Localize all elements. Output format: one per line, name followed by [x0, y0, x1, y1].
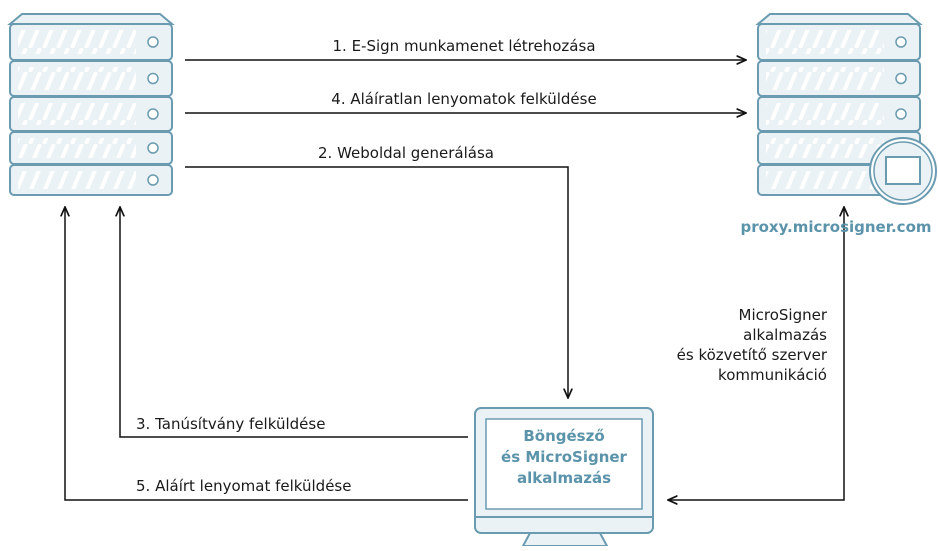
- server-left-unit: [9, 164, 173, 196]
- server-right-unit: [757, 60, 921, 97]
- browser-label-line2: és MicroSigner: [501, 448, 628, 466]
- label-upload-unsigned: 4. Aláíratlan lenyomatok felküldése: [331, 90, 596, 108]
- arrow-upload-certificate: [120, 207, 468, 438]
- arrows: [65, 60, 844, 500]
- server-right-unit: [757, 96, 921, 132]
- server-left-unit: [9, 96, 173, 132]
- browser-label-line1: Böngésző: [523, 427, 604, 445]
- browser-label-line3: alkalmazás: [517, 469, 611, 487]
- label-create-session: 1. E-Sign munkamenet létrehozása: [332, 37, 595, 55]
- server-left-unit: [9, 60, 173, 97]
- comm-label-line4: kommunikáció: [718, 366, 827, 384]
- server-left-icon: [7, 13, 175, 196]
- comm-label-line1: MicroSigner: [739, 306, 828, 324]
- arrow-proxy-comm: [668, 207, 844, 500]
- label-upload-certificate: 3. Tanúsítvány felküldése: [136, 415, 325, 433]
- comm-label-line3: és közvetítő szerver: [677, 346, 828, 364]
- proxy-host-label: proxy.microsigner.com: [740, 218, 931, 236]
- arrow-upload-signed: [65, 207, 468, 501]
- comm-label-line2: alkalmazás: [743, 326, 827, 344]
- label-generate-page: 2. Weboldal generálása: [318, 144, 494, 162]
- server-left-unit: [9, 131, 173, 165]
- globe-icon: [869, 137, 937, 205]
- server-right-unit: [757, 23, 921, 61]
- monitor-icon: [474, 407, 654, 547]
- arrow-generate-page: [185, 166, 568, 398]
- server-left-unit: [9, 23, 173, 61]
- label-upload-signed: 5. Aláírt lenyomat felküldése: [136, 477, 351, 495]
